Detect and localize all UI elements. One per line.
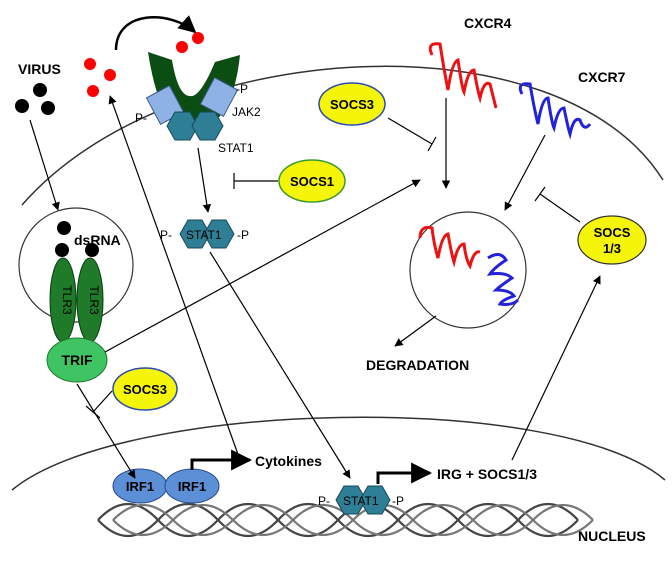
irf1-left-label: IRF1 [126,479,154,494]
degradation-label: DEGRADATION [366,357,469,373]
irg-socs-label: IRG + SOCS1/3 [437,466,537,482]
stat1-receptor-left [166,111,199,141]
socs1-ellipse [278,159,346,203]
nucleus-label: NUCLEUS [578,528,646,544]
dsrna-particles [55,221,99,257]
stat1-receptor-right [191,111,224,141]
cxcr4-label: CXCR4 [464,15,512,31]
jak2-kinase-right [199,76,239,118]
socs1-label: SOCS1 [290,174,334,189]
stat1-cyto-left [179,219,211,249]
autocrine-arrow [114,15,197,51]
cxcr7-receptor [518,82,592,140]
tlr3-endosome [18,207,134,323]
cxcr4-internalized [418,226,481,270]
stat1-cyto-right [203,219,235,249]
dna-helix [97,503,594,537]
socs3-bottom-ellipse [112,367,178,411]
socs13-ellipse [577,215,647,265]
jak2-label: JAK2 [232,105,261,119]
stat1-nuc-right [359,485,391,515]
inhibition-lines [85,117,581,419]
signaling-arrows [29,95,601,479]
cytokine-transcription-arrow [190,449,253,471]
stat1-cyto-p-left: P- [160,228,172,242]
stat1-nuc-p-left: P- [318,494,330,508]
cxcr7-internalized [486,253,520,306]
socs3-top-ellipse [318,82,386,126]
trif-label: TRIF [61,352,93,368]
stat1-receptor-label: STAT1 [218,141,254,155]
nuclear-envelope [11,416,666,491]
stat1-nuc-left [335,485,367,515]
stat1-nuc-p-right: -P [392,494,404,508]
irf1-right-label: IRF1 [178,479,206,494]
cxcr4-receptor [428,42,498,109]
socs3-top-label: SOCS3 [330,97,374,112]
stat1-nuc-label: STAT1 [343,494,379,508]
irg-transcription-arrow [376,462,433,484]
virus-particles [15,83,55,115]
tlr3-right-label: TLR3 [87,285,101,315]
dsrna-label: dsRNA [74,232,121,248]
cytokine-molecules [84,32,204,97]
socs13-label-line1: SOCS [594,225,631,240]
cell-membrane [21,65,664,206]
stat1-cyto-p-right: -P [237,228,249,242]
cytokines-label: Cytokines [255,453,322,469]
cxcr7-label: CXCR7 [578,69,626,85]
tlr3-left-label: TLR3 [60,285,74,315]
socs13-label-line2: 1/3 [603,241,621,256]
stat1-cyto-label: STAT1 [186,228,222,242]
p-right-receptor: -P [236,82,248,96]
p-left-receptor: P- [135,111,147,125]
virus-label: VIRUS [18,61,61,77]
socs3-bottom-label: SOCS3 [123,382,167,397]
degradation-vesicle [409,211,527,329]
trif-adaptor [46,337,108,383]
